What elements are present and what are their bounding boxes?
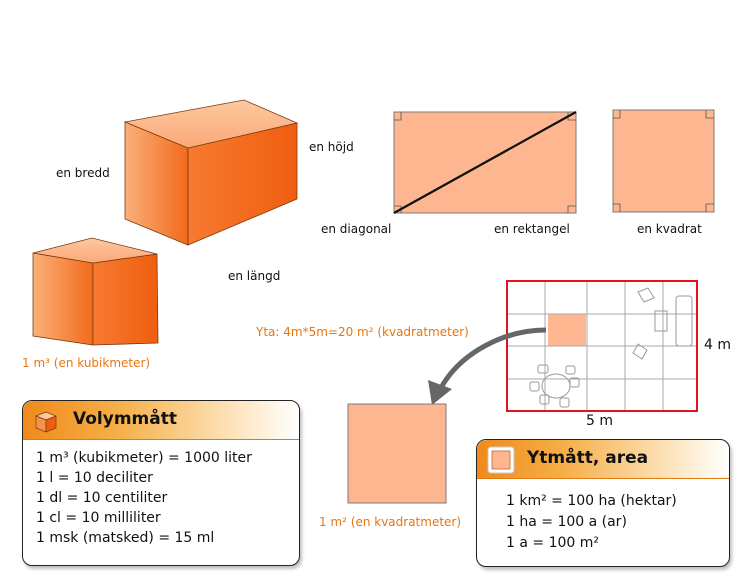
area-calc-label: Yta: 4m*5m=20 m² (kvadratmeter): [256, 325, 469, 339]
volume-line: 1 msk (matsked) = 15 ml: [36, 530, 215, 546]
area-card-title: Ytmått, area: [527, 448, 649, 468]
floor-grid: [506, 280, 698, 412]
large-box: [123, 99, 299, 246]
grid-height-label: 4 m: [704, 337, 731, 353]
diagonal-label: en diagonal: [321, 222, 392, 236]
area-line: 1 a = 100 m²: [506, 535, 599, 551]
area-card-header: [477, 440, 729, 479]
grid-width-label: 5 m: [586, 413, 613, 429]
area-line: 1 km² = 100 ha (hektar): [506, 493, 677, 509]
volume-card-header: [23, 401, 299, 440]
width-label: en bredd: [56, 166, 110, 180]
length-label: en längd: [228, 269, 281, 283]
volume-line: 1 l = 10 deciliter: [36, 470, 153, 486]
square-meter-label: 1 m² (en kvadratmeter): [319, 515, 462, 529]
volume-card: Volymmått 1 m³ (kubikmeter) = 1000 liter…: [22, 400, 300, 566]
area-card: Ytmått, area 1 km² = 100 ha (hektar) 1 h…: [476, 439, 730, 567]
volume-card-title: Volymmått: [73, 409, 177, 429]
cubic-meter-label: 1 m³ (en kubikmeter): [22, 356, 151, 370]
rectangle-label: en rektangel: [494, 222, 570, 236]
square-meter-shape: [347, 403, 447, 504]
curved-arrow: [428, 327, 547, 405]
volume-line: 1 dl = 10 centiliter: [36, 490, 168, 506]
square-shape: [612, 109, 715, 213]
height-label: en höjd: [309, 140, 354, 154]
square-icon: [487, 446, 515, 474]
square-label: en kvadrat: [637, 222, 702, 236]
volume-line: 1 m³ (kubikmeter) = 1000 liter: [36, 450, 252, 466]
volume-line: 1 cl = 10 milliliter: [36, 510, 161, 526]
small-cube: [32, 237, 159, 346]
cube-icon: [35, 411, 57, 433]
rectangle-shape: [393, 111, 577, 214]
area-line: 1 ha = 100 a (ar): [506, 514, 627, 530]
